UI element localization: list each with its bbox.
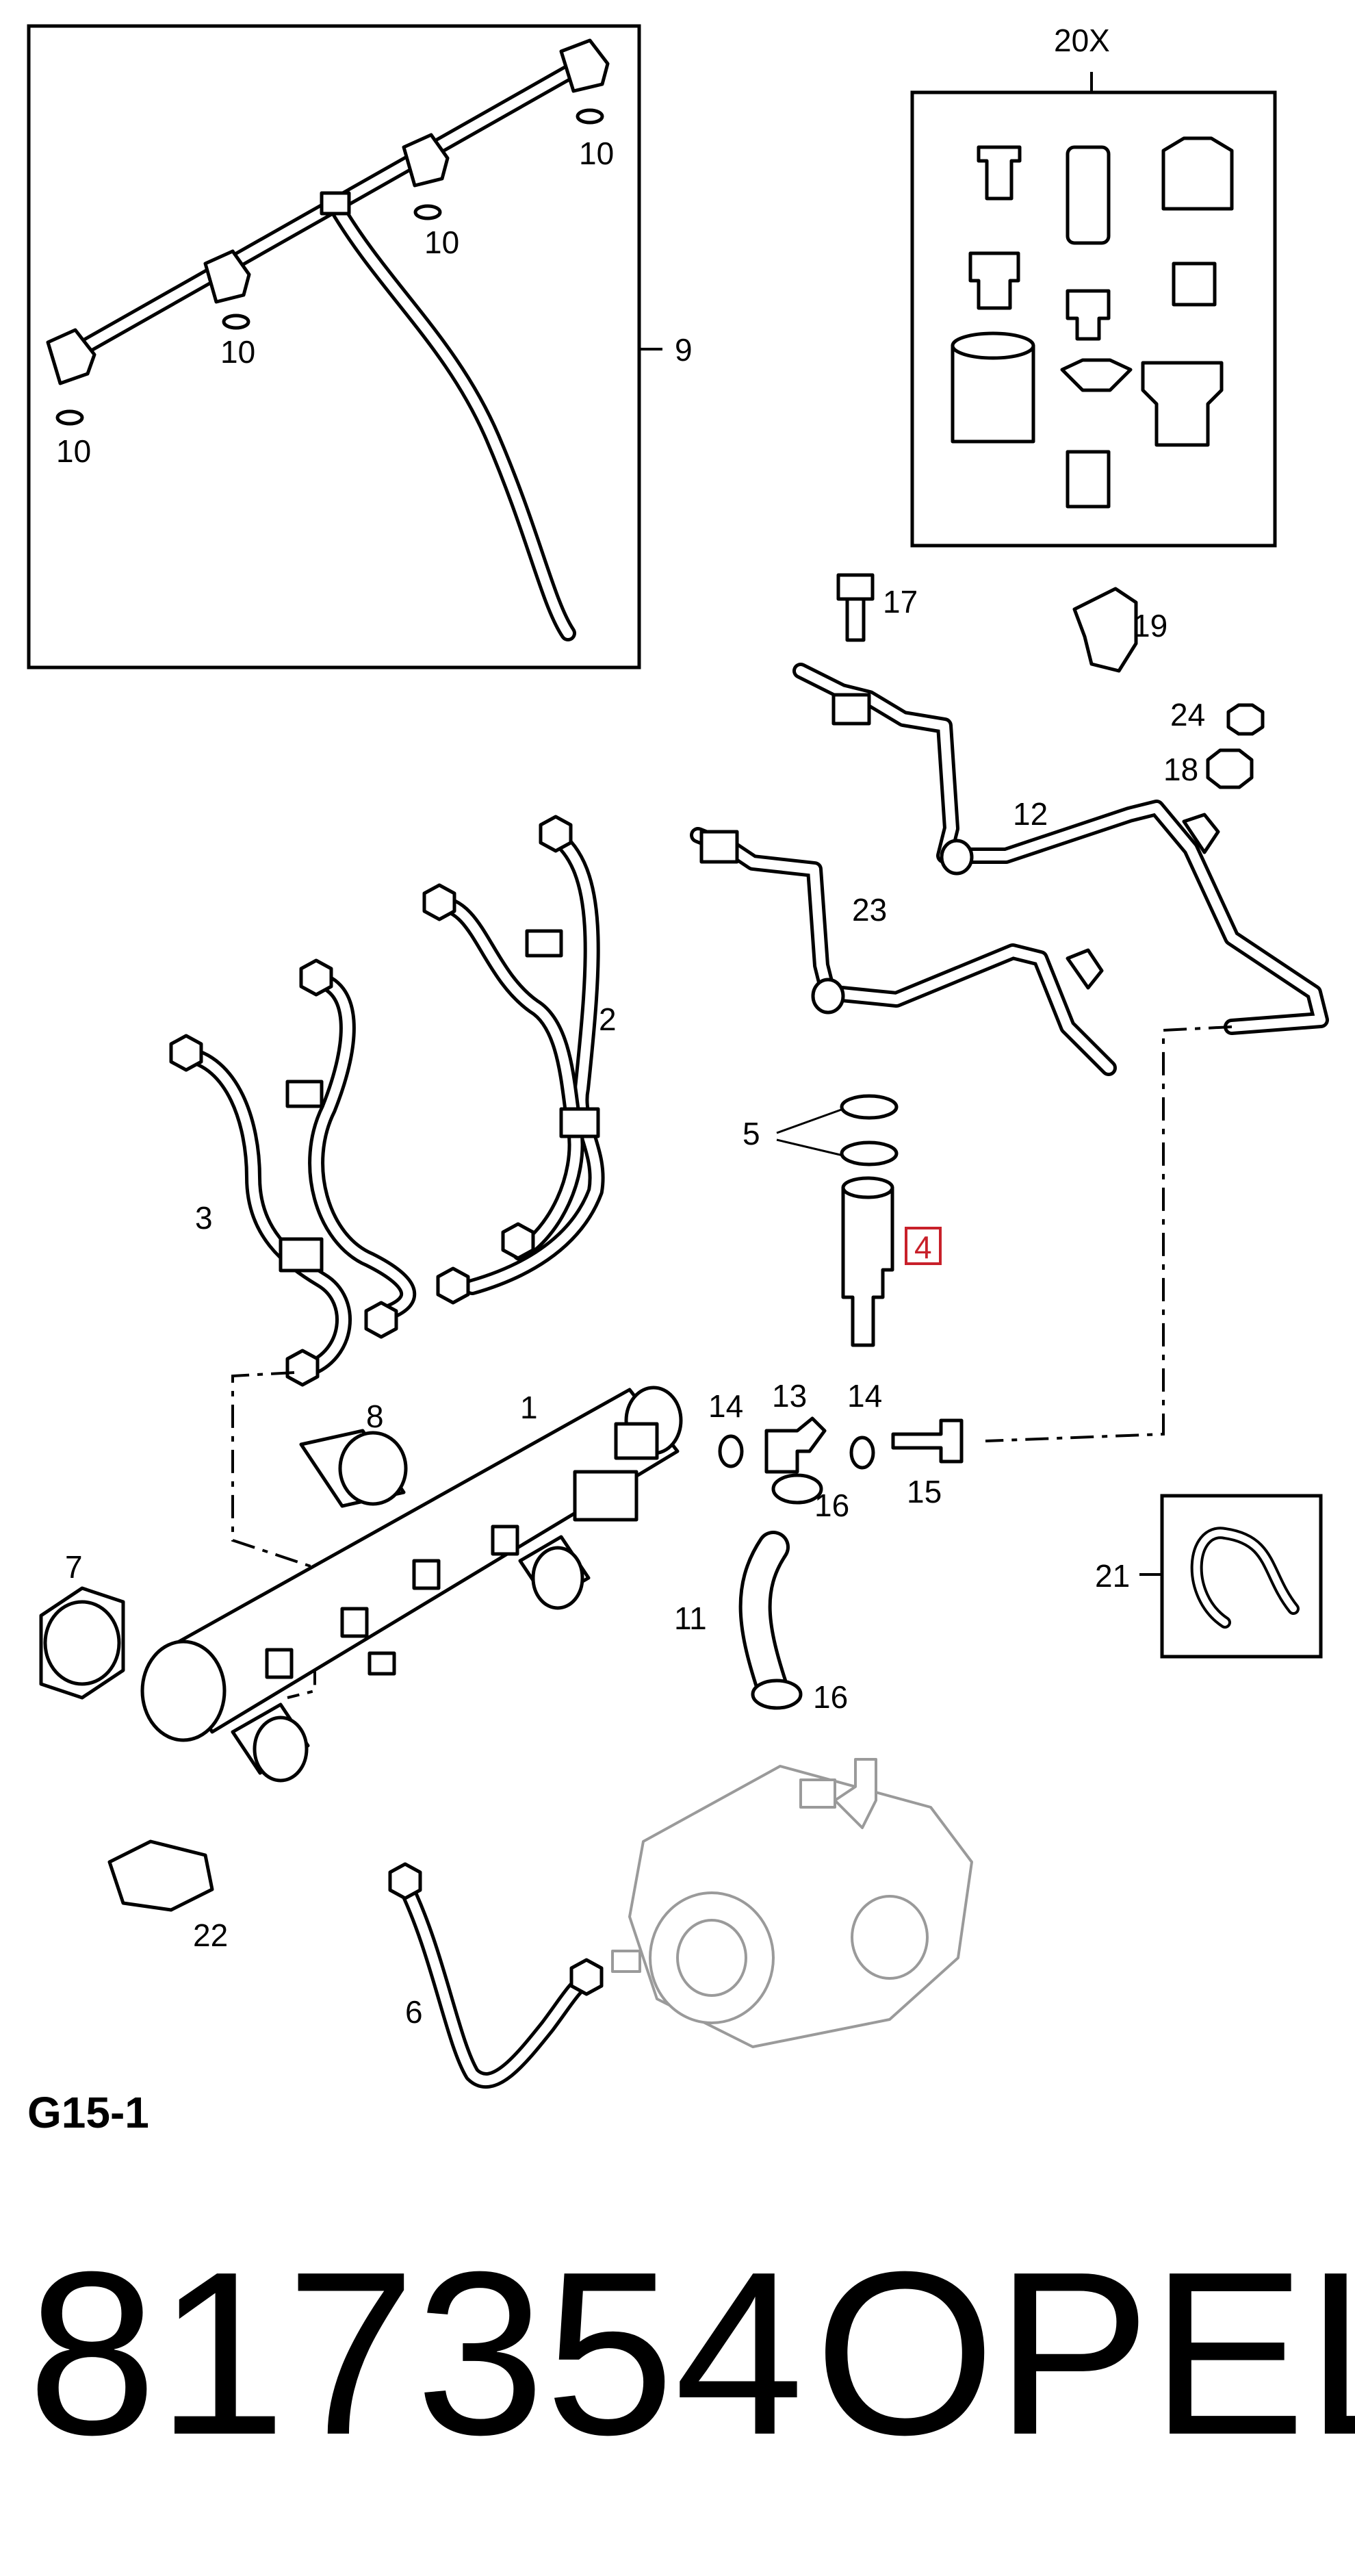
callout-18: 18 (1163, 752, 1198, 787)
callout-19: 19 (1133, 608, 1167, 643)
callout-20x: 20X (1054, 23, 1110, 58)
fuel-rail (140, 1386, 683, 1783)
callout-3: 3 (195, 1200, 213, 1236)
callout-7: 7 (65, 1549, 83, 1585)
callout-16: 16 (813, 1679, 848, 1715)
callout-6: 6 (405, 1994, 423, 2030)
callout-5: 5 (743, 1116, 760, 1151)
high-pressure-pump (611, 1758, 973, 2048)
callout-16: 16 (814, 1488, 849, 1523)
hose-clamp (771, 1473, 823, 1505)
callout-4: 4 (914, 1229, 932, 1265)
callout-23: 23 (852, 892, 887, 928)
injector (841, 1186, 894, 1347)
fitting (764, 1416, 827, 1474)
callout-10: 10 (424, 225, 459, 260)
callout-13: 13 (772, 1378, 807, 1414)
injector-pipe-set (169, 815, 605, 1699)
callout-1: 1 (520, 1390, 538, 1425)
nut (1206, 703, 1265, 789)
brand-name: OPEL (814, 2223, 1355, 2484)
o-ring-seal (55, 108, 604, 426)
part-number: 817354 (27, 2223, 804, 2484)
pipe-clip (107, 1839, 214, 1912)
callout-10: 10 (56, 433, 91, 469)
callout-21: 21 (1095, 1558, 1130, 1594)
callout-8: 8 (366, 1399, 384, 1434)
callout-24: 24 (1170, 697, 1205, 732)
breather-hose-box (1139, 1494, 1323, 1659)
callout-10: 10 (220, 334, 255, 370)
seal-washer (718, 1434, 875, 1470)
callout-2: 2 (599, 1002, 617, 1037)
callout-labels: 9 10 10 10 10 20X 17 19 24 18 12 23 2 3 … (56, 23, 1205, 2030)
pipe-clamp (279, 929, 600, 1273)
fuel-line-bracket (690, 663, 1329, 1442)
clip (1072, 587, 1138, 673)
highlight-frame (905, 1227, 942, 1265)
callout-14: 14 (847, 1378, 882, 1414)
callout-12: 12 (1013, 796, 1048, 832)
bolt (836, 573, 875, 642)
return-line-connector (46, 38, 610, 385)
return-line-box (27, 24, 662, 669)
callout-11: 11 (674, 1601, 707, 1636)
pipe-nut (169, 815, 573, 1387)
small-parts-kit-box (910, 72, 1277, 548)
o-ring-pair (776, 1094, 899, 1166)
callout-15: 15 (907, 1474, 942, 1509)
callout-9: 9 (675, 332, 693, 368)
callout-14: 14 (708, 1388, 743, 1424)
callout-22: 22 (193, 1917, 228, 1953)
page-code: G15-1 (27, 2088, 149, 2137)
high-pressure-pipe (396, 1874, 597, 2089)
spacer (39, 1429, 408, 1700)
sensor (891, 1418, 964, 1464)
callout-17: 17 (883, 584, 918, 620)
callout-10: 10 (579, 136, 614, 171)
